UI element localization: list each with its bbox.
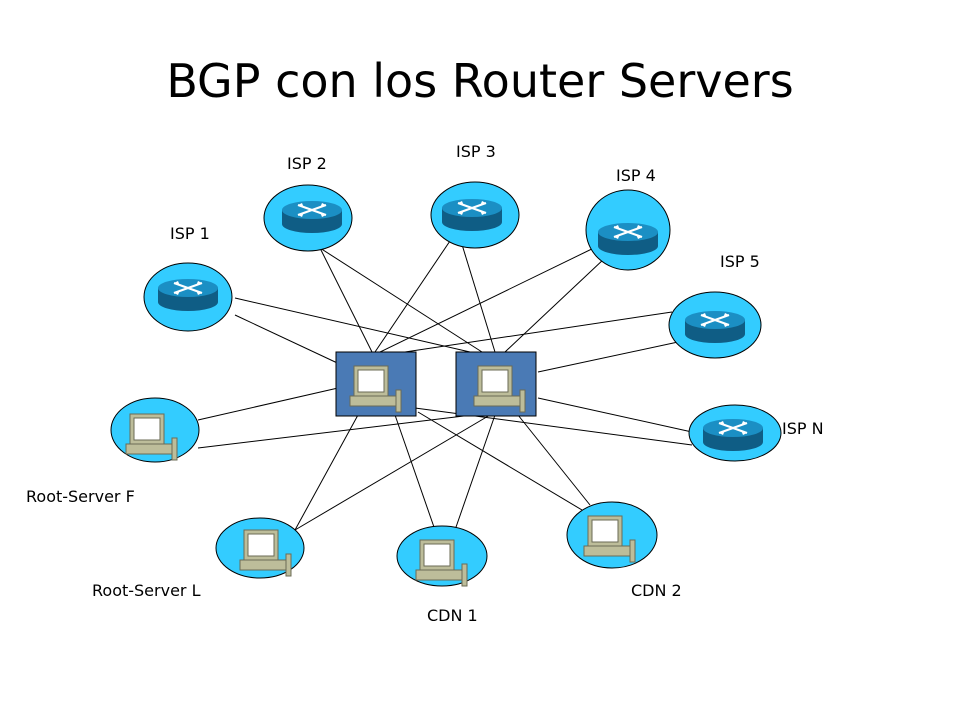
label-cdn1: CDN 1	[427, 606, 478, 625]
node-root-server-f	[110, 397, 200, 463]
label-root-server-f: Root-Server F	[26, 487, 135, 506]
node-isp4	[585, 189, 671, 271]
node-cdn1	[396, 525, 488, 587]
node-isp1	[143, 262, 233, 332]
route-server-2	[455, 351, 537, 417]
router-icon	[701, 417, 765, 453]
node-isp3	[430, 181, 520, 249]
node-root-server-l	[215, 517, 305, 579]
label-root-server-l: Root-Server L	[92, 581, 201, 600]
label-ispn: ISP N	[782, 419, 824, 438]
router-icon	[280, 199, 344, 235]
label-isp3: ISP 3	[456, 142, 496, 161]
label-isp4: ISP 4	[616, 166, 656, 185]
links	[197, 237, 693, 531]
node-cdn2	[566, 501, 658, 569]
label-cdn2: CDN 2	[631, 581, 682, 600]
page-title: BGP con los Router Servers	[166, 54, 794, 108]
router-icon	[156, 277, 220, 313]
route-server-1	[335, 351, 417, 417]
label-isp1: ISP 1	[170, 224, 210, 243]
router-icon	[440, 197, 504, 233]
node-ispn	[688, 404, 782, 462]
node-isp5	[668, 291, 762, 359]
router-icon	[683, 309, 747, 345]
label-isp2: ISP 2	[287, 154, 327, 173]
node-isp2	[263, 184, 353, 252]
label-isp5: ISP 5	[720, 252, 760, 271]
router-icon	[596, 221, 660, 257]
